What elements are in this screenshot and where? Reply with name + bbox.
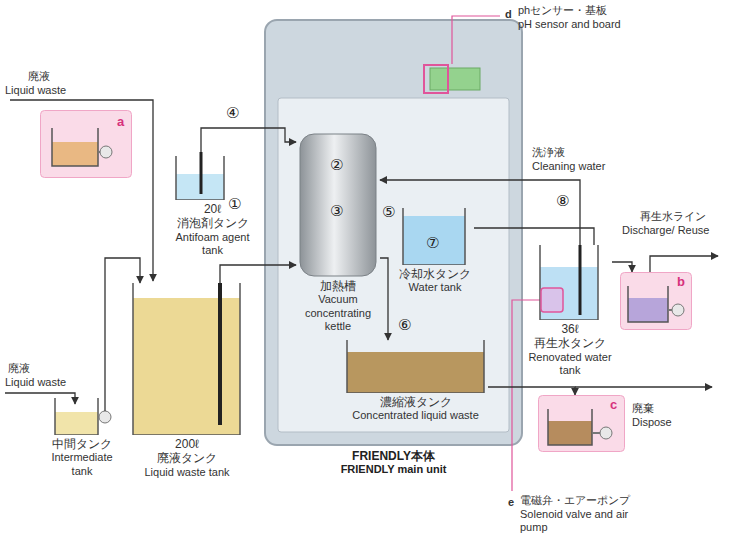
node-label: Water tank: [396, 281, 474, 294]
callout-number: ④: [226, 106, 239, 121]
intermediate-tank: 中間タンクIntermediate tank: [48, 398, 116, 478]
annotation: 電磁弁・エアーポンプ: [520, 494, 630, 507]
node-label: Concentrated liquid waste: [343, 409, 488, 422]
sensor-letter: c: [610, 397, 617, 413]
callout-number: ⑦: [426, 236, 439, 251]
label-group: 中間タンクIntermediate tank: [48, 437, 116, 478]
callout-number: ③: [330, 204, 343, 219]
node-label: 廃液タンク: [128, 451, 246, 465]
sensor-box: b: [620, 272, 692, 330]
renovated-tank: 36ℓ再生水タンクRenovated water tank: [528, 245, 612, 377]
annotation: pH sensor and board: [518, 18, 621, 31]
annotation: 廃棄: [632, 402, 654, 415]
flow-line: [201, 128, 296, 152]
renovated-tank-graphic: [528, 245, 612, 320]
sensor-box: c: [538, 395, 625, 452]
annotation: Discharge/ Reuse: [622, 224, 709, 237]
callout-number: ⑤: [382, 205, 395, 220]
callout-number: ②: [330, 158, 343, 173]
waste-tank: 200ℓ廃液タンクLiquid waste tank: [128, 283, 246, 479]
node-label: 濃縮液タンク: [343, 395, 488, 409]
node-label: 中間タンク: [48, 437, 116, 451]
node-label: Vacuum concentrating kettle: [296, 293, 380, 333]
annotation: phセンサー・基板: [518, 4, 607, 17]
node-label: Liquid waste tank: [128, 466, 246, 479]
intermediate-tank-graphic: [48, 398, 116, 435]
node-label: FRIENDLY main unit: [265, 463, 522, 476]
callout-letter: d: [505, 8, 512, 21]
annotation: 廃液: [28, 70, 50, 83]
node-label: FRIENDLY本体: [265, 449, 522, 463]
label-group: 加熱槽Vacuum concentrating kettle: [296, 279, 380, 333]
label-group: 200ℓ廃液タンクLiquid waste tank: [128, 437, 246, 479]
antifoam-tank: 20ℓ消泡剤タンクAntifoam agent tank: [165, 152, 260, 257]
label-group: 20ℓ消泡剤タンクAntifoam agent tank: [165, 202, 260, 257]
label-group: 濃縮液タンクConcentrated liquid waste: [343, 395, 488, 423]
annotation: Liquid waste: [5, 84, 66, 97]
concentrate-tank: 濃縮液タンクConcentrated liquid waste: [343, 340, 488, 423]
node-label: 20ℓ: [165, 202, 260, 216]
annotation: Liquid waste: [5, 376, 66, 389]
node-label: Intermediate tank: [48, 451, 116, 477]
node-label: Antifoam agent tank: [165, 231, 260, 257]
sensor-letter: b: [677, 274, 685, 290]
flow-line: [488, 387, 575, 395]
node-label: 36ℓ: [528, 322, 612, 336]
callout-letter: e: [508, 496, 514, 509]
flow-line: [612, 262, 632, 272]
annotation: Cleaning water: [532, 160, 605, 173]
callout-number: ⑧: [556, 194, 569, 209]
annotation: Solenoid valve and air pump: [520, 508, 638, 534]
sensor-letter: a: [117, 114, 124, 130]
flow-line: [380, 258, 388, 340]
flow-line: [220, 265, 296, 283]
sensor-box: a: [40, 110, 132, 178]
label-group: 36ℓ再生水タンクRenovated water tank: [528, 322, 612, 377]
callout-number: ①: [228, 197, 241, 212]
annotation: 廃液: [8, 362, 30, 375]
main-unit: FRIENDLY本体FRIENDLY main unit加熱槽Vacuum co…: [265, 20, 522, 445]
node-label: Renovated water tank: [528, 351, 612, 377]
waste-tank-graphic: [128, 283, 246, 435]
label-group: 冷却水タンクWater tank: [396, 267, 474, 295]
antifoam-tank-graphic: [165, 152, 260, 200]
node-label: 冷却水タンク: [396, 267, 474, 281]
annotation: 洗浄液: [532, 146, 565, 159]
concentrate-tank-graphic: [343, 340, 488, 393]
water-tank: 冷却水タンクWater tank: [396, 208, 474, 295]
label-group: FRIENDLY本体FRIENDLY main unit: [265, 449, 522, 477]
flow-line: [474, 228, 594, 245]
node-label: 消泡剤タンク: [165, 216, 260, 230]
callout-number: ⑥: [398, 318, 411, 333]
node-label: 200ℓ: [128, 437, 246, 451]
annotation: Dispose: [632, 416, 672, 429]
annotation: 再生水ライン: [640, 210, 706, 223]
node-label: 再生水タンク: [528, 336, 612, 350]
node-label: 加熱槽: [296, 279, 380, 293]
